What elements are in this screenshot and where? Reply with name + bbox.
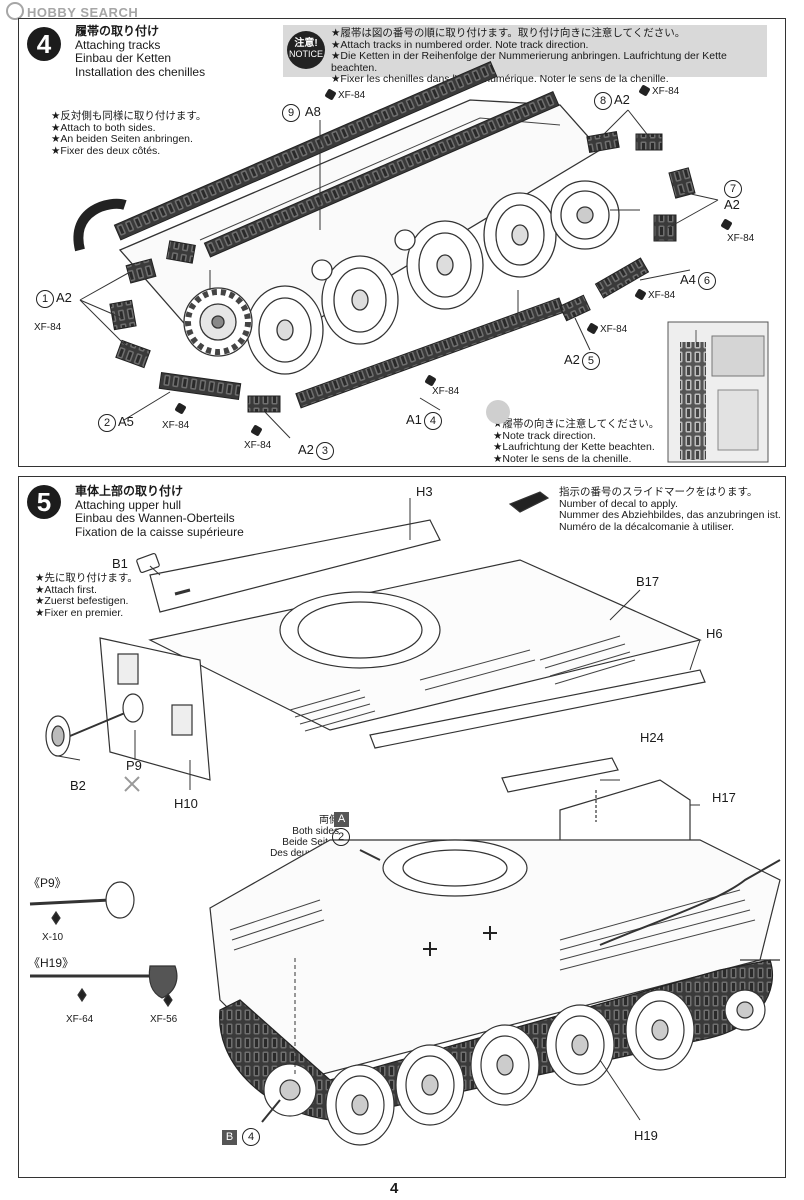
label-part-h3: H3 xyxy=(416,484,433,499)
label-part-h6: H6 xyxy=(706,626,723,641)
paint-xf84-text: XF-84 xyxy=(432,386,460,397)
marker-a-decal: 2 xyxy=(330,828,352,846)
paint-xf84: XF-84 xyxy=(324,88,365,101)
detail-h19-title: 《H19》 xyxy=(28,956,75,970)
decal-note: 指示の番号のスライドマークをはります。 Number of decal to a… xyxy=(559,486,781,533)
paint-hex-icon xyxy=(424,374,437,387)
both-sides-note: ★反対側も同様に取り付けます。 ★Attach to both sides. ★… xyxy=(51,110,207,157)
paint-hex-icon xyxy=(174,402,187,415)
label-part-b17: B17 xyxy=(636,574,660,589)
label-part-a2-7-name: A2 xyxy=(724,197,740,212)
paint-hex-icon xyxy=(634,288,647,301)
step-number: 4 xyxy=(27,27,61,61)
paint-hex-icon xyxy=(720,218,733,231)
paint-xf84: XF-84 xyxy=(34,322,62,333)
notice-text: ★履帯は図の番号の順に取り付けます。取り付け向きに注意してください。 ★Atta… xyxy=(331,27,727,85)
label-part-h19: H19 xyxy=(634,1128,658,1143)
label-part-h24: H24 xyxy=(640,730,664,745)
paint-xf56: XF-56 xyxy=(150,1014,178,1025)
step-title: 履帯の取り付け Attaching tracks Einbau der Kett… xyxy=(75,24,206,79)
paint-hex-icon xyxy=(586,322,599,335)
paint-xf84: XF-84 xyxy=(634,288,675,301)
label-part-a2-7: 7 xyxy=(722,180,744,198)
detail-p9-drawing xyxy=(29,881,135,926)
watermark-logo-icon xyxy=(6,2,24,20)
paint-xf84-text: XF-84 xyxy=(727,233,755,244)
step4-tank-drawing xyxy=(73,61,769,463)
step-number: 5 xyxy=(27,485,61,519)
page-number: 4 xyxy=(390,1180,399,1197)
label-part-h17: H17 xyxy=(712,790,736,805)
track-direction-note: ★履帯の向きに注意してください。 ★Note track direction. … xyxy=(493,418,660,465)
marker-a: A xyxy=(334,810,352,827)
notice-box: 注意!NOTICE ★履帯は図の番号の順に取り付けます。取り付け向きに注意してく… xyxy=(283,25,767,85)
label-part-p9: P9 xyxy=(126,758,142,773)
paint-xf84: XF-84 xyxy=(638,84,679,97)
paint-xf84-text: XF-84 xyxy=(244,440,272,451)
notice-badge: 注意!NOTICE xyxy=(287,31,325,69)
paint-xf84 xyxy=(720,218,734,231)
both-sides-label: 両側 Both sides Beide Seiten Des deux côté… xyxy=(270,815,339,859)
paint-xf84: XF-84 xyxy=(586,322,627,335)
label-part-b1: B1 xyxy=(112,556,128,571)
step5-hull-drawing xyxy=(45,491,781,1146)
paint-xf84-text: XF-84 xyxy=(162,420,190,431)
label-part-a8: 9 A8 xyxy=(280,104,321,122)
paint-hex-icon xyxy=(250,424,263,437)
detail-h19-drawing xyxy=(30,965,178,1008)
detail-p9-title: 《P9》 xyxy=(28,876,67,890)
track-direction-photo xyxy=(667,321,769,463)
paint-xf64: XF-64 xyxy=(66,1014,94,1025)
step-title: 車体上部の取り付け Attaching upper hull Einbau de… xyxy=(75,484,244,539)
attach-first-note: ★先に取り付けます。 ★Attach first. ★Zuerst befest… xyxy=(35,572,138,619)
paint-xf84 xyxy=(250,424,264,437)
watermark: HOBBY SEARCH xyxy=(6,2,138,20)
paint-x10: X-10 xyxy=(42,932,64,943)
label-part-b2: B2 xyxy=(70,778,86,793)
paint-hex-icon xyxy=(324,88,337,101)
label-part-h10: H10 xyxy=(174,796,198,811)
paint-hex-icon xyxy=(638,84,651,97)
paint-xf84 xyxy=(174,402,188,415)
